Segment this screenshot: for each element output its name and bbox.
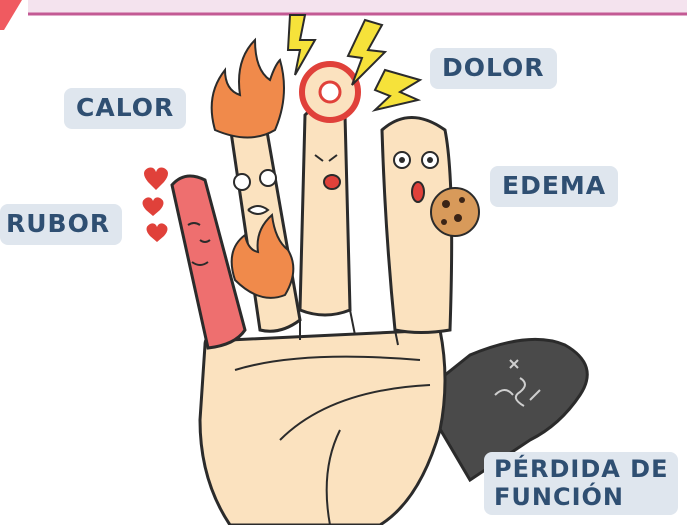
label-rubor: RUBOR (0, 204, 122, 245)
label-edema: EDEMA (490, 166, 618, 207)
pain-burst-icon (302, 64, 358, 120)
label-perdida-line2: FUNCIÓN (494, 484, 668, 512)
label-perdida-line1: PÉRDIDA DE (494, 456, 668, 484)
frame-top-border (0, 0, 687, 30)
label-dolor: DOLOR (430, 48, 557, 89)
heart-icon (143, 168, 169, 243)
middle-finger-dolor (300, 105, 350, 315)
label-calor: CALOR (64, 88, 186, 129)
cookie-icon (431, 188, 479, 236)
label-perdida-de-funcion: PÉRDIDA DE FUNCIÓN (484, 452, 678, 515)
